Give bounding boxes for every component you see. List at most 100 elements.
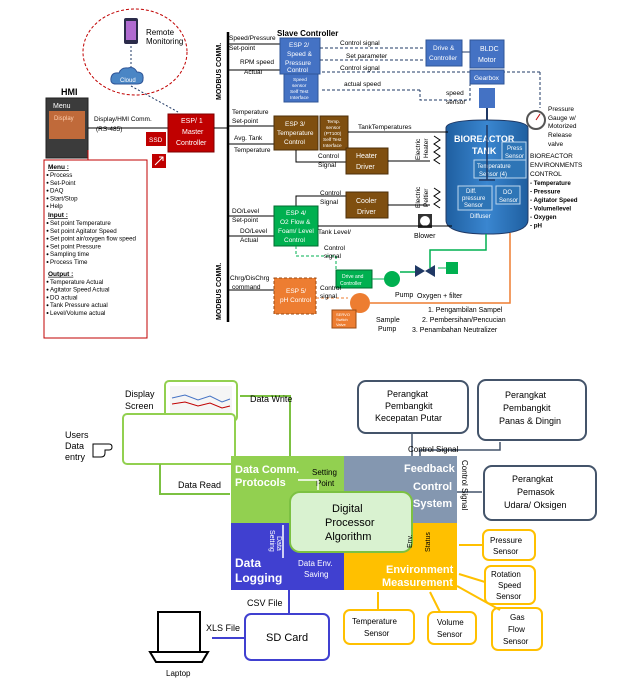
pressure-gauge-5: valve — [548, 141, 564, 148]
output-item: Level/Volume actual — [50, 310, 105, 317]
env-item: - Pressure — [530, 189, 561, 196]
do-sensor-2: Sensor — [499, 198, 518, 204]
esp1-master-controller[interactable] — [167, 113, 215, 153]
gearbox-box[interactable] — [469, 69, 505, 85]
cooler-driver-box[interactable] — [345, 191, 389, 219]
drive-controller-1: Drive & — [433, 45, 455, 52]
pressure-gauge-4: Release — [548, 132, 572, 139]
pressure-sensor-1: Pressure — [490, 536, 523, 545]
bldc-motor-box[interactable] — [469, 39, 505, 69]
tank-level-label: Tank Level/ — [318, 229, 351, 236]
feedback-control-3: System — [413, 498, 452, 510]
pressure-gauge-3: Motorized — [548, 123, 577, 130]
esp2-speed-pressure-control[interactable] — [279, 37, 321, 75]
hmi-info-box — [43, 159, 148, 339]
diff-pressure-2: pressure — [462, 196, 486, 202]
laptop-label: Laptop — [166, 669, 191, 678]
temp-sensor-1: Temperature — [477, 164, 511, 170]
drive-controller-2: Controller — [429, 55, 458, 62]
users-entry-box[interactable] — [122, 413, 236, 465]
esp4-cooler-link — [295, 195, 346, 208]
data-env-saving-1: Data Env. — [298, 559, 333, 568]
heater-driver-box[interactable] — [345, 147, 389, 175]
avg-tank-temp-2: Temperature — [234, 147, 271, 154]
esp3-sub-1: Temp. — [327, 119, 340, 125]
perangkat-2-box[interactable] — [477, 379, 587, 441]
gearbox-label: Gearbox — [474, 75, 500, 82]
esp3-label-3: Control — [284, 139, 306, 146]
tank-temperatures-label: TankTemperatures — [358, 124, 412, 131]
servo-valve-2: Switch — [336, 317, 348, 322]
pressure-gauge-2: Gauge w/ — [548, 115, 576, 122]
feedback-control-1: Feedback — [404, 463, 456, 475]
data-logging-2: Logging — [235, 571, 282, 585]
cloud-icon — [110, 67, 144, 85]
phone-screen — [126, 21, 136, 40]
remote-monitoring-zone — [82, 8, 188, 96]
bldc-motor-1: BLDC — [480, 46, 499, 53]
setting-point-arrow — [298, 479, 319, 490]
input-item: Process Time — [50, 259, 88, 266]
sample-step-2: 2. Pembersihan/Pencucian — [422, 317, 506, 324]
electric-peltier-1: Electric — [415, 186, 422, 208]
data-write-label: Data Write — [250, 394, 292, 404]
laptop-icon — [148, 611, 210, 663]
rotation-sensor-1: Rotation — [491, 570, 521, 579]
menu-item: Help — [50, 203, 63, 210]
speed-pressure-setpoint-2: Set-point — [229, 45, 255, 52]
esp4-label-3: Foam/ Level — [278, 228, 314, 235]
data-write-arrow — [240, 395, 291, 456]
gas-flow-sensor-box[interactable] — [491, 607, 543, 651]
ssd-box[interactable] — [146, 132, 166, 146]
control-signal-pump-2: signal — [324, 253, 342, 260]
temp-sensor-2: Sensor (4) — [479, 172, 507, 178]
input-title: Input : — [48, 212, 68, 219]
esp4-label-1: ESP 4/ — [286, 210, 306, 217]
control-signal-1: Control signal — [340, 40, 380, 47]
rotation-sensor-box[interactable] — [484, 565, 536, 605]
hmi-menu-label: Menu — [53, 103, 71, 110]
digital-processor-2: Processor — [325, 517, 375, 529]
chrg-command-1: Chrg/DisChrg — [230, 275, 270, 282]
esp2-sub-1: Speed — [293, 77, 307, 83]
temp-setpoint-1: Temperature — [232, 109, 269, 116]
usb-symbol-icon — [154, 156, 164, 166]
agitator-impeller — [479, 125, 495, 181]
esp3-temperature-control[interactable] — [273, 115, 319, 151]
diff-pressure-1: Diff. — [466, 189, 477, 195]
esp3-heater-link — [295, 150, 346, 163]
servo-valve-1: SERVO — [336, 312, 350, 317]
servo-valve-box[interactable] — [331, 309, 357, 329]
temp-setpoint-2: Set-point — [232, 118, 258, 125]
bldc-motor-2: Motor — [478, 57, 497, 64]
blower-fan-icon — [420, 216, 430, 226]
chrg-command-2: command — [232, 284, 261, 291]
control-signal-2: Control signal — [340, 65, 380, 72]
press-sensor-2: Sensor — [505, 154, 524, 160]
bullet-icon — [46, 222, 49, 224]
perangkat-1-box[interactable] — [357, 380, 469, 434]
feedback-control-2: Control — [413, 481, 452, 493]
rpm-speed-actual-2: Actual — [244, 69, 263, 76]
drive-controller-box[interactable] — [425, 39, 463, 67]
display-chart-line-1 — [171, 394, 231, 403]
bullet-icon — [46, 174, 49, 176]
input-item: Sampling time — [50, 251, 90, 258]
avg-tank-temp-1: Avg. Tank — [234, 135, 263, 142]
temperature-sensor-box[interactable] — [343, 609, 415, 645]
speed-pressure-setpoint-1: Speed/Pressure — [229, 35, 276, 42]
input-item: Set point Pressure — [50, 243, 101, 250]
cloud-esp1-link — [130, 85, 179, 113]
ssd-label: SSD — [149, 137, 163, 144]
esp5-ph-control[interactable] — [273, 277, 317, 315]
esp2-label-2: Speed & — [287, 51, 313, 58]
volume-sensor-arrow — [429, 591, 441, 613]
perangkat-3-box[interactable] — [483, 465, 597, 521]
volume-sensor-box[interactable] — [427, 611, 477, 645]
rotation-sensor-3: Sensor — [496, 592, 522, 601]
diff-pressure-3: Sensor — [464, 203, 483, 209]
bullet-icon — [46, 189, 49, 192]
menu-item: Set-Point — [50, 180, 76, 187]
digital-processor-box[interactable] — [289, 491, 413, 553]
perangkat-2-2: Pembangkit — [503, 403, 551, 413]
